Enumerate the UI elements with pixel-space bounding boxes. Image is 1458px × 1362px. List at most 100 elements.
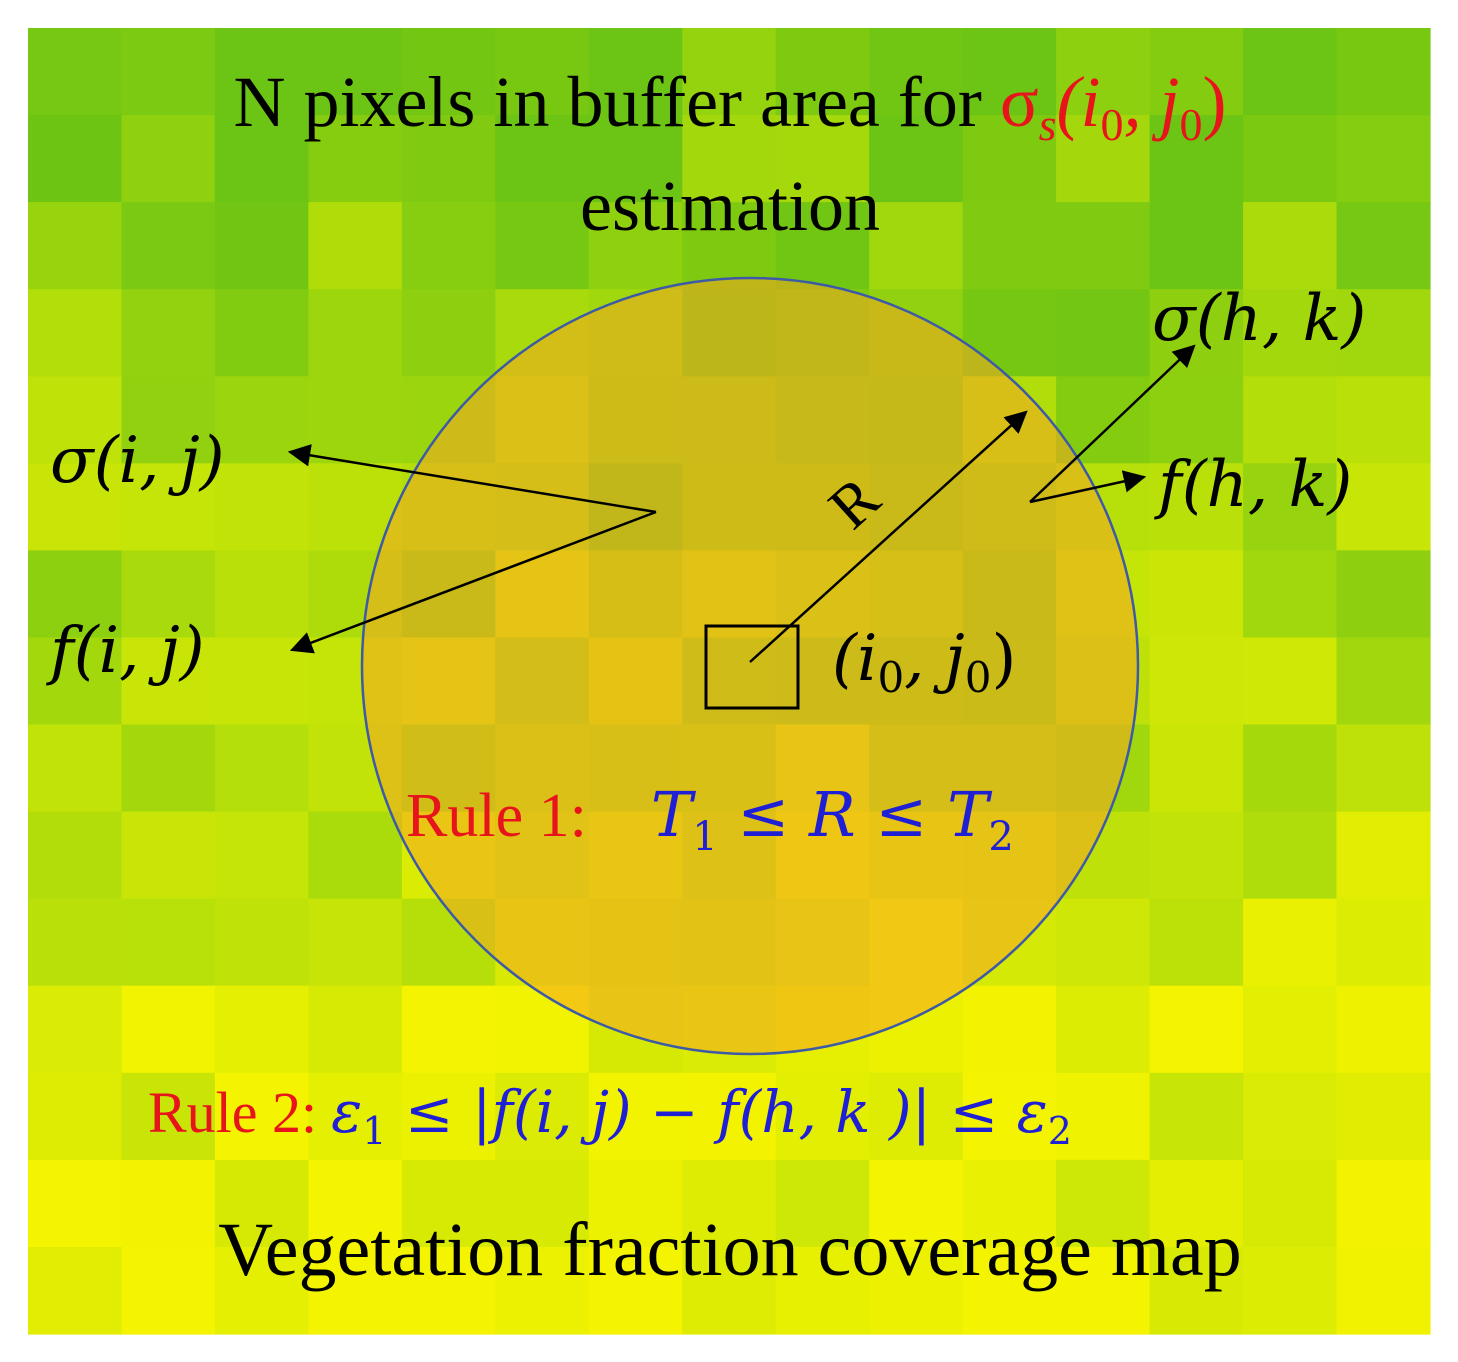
map-pixel <box>1336 463 1431 551</box>
map-pixel <box>214 724 309 813</box>
map-pixel <box>308 985 403 1074</box>
map-pixel <box>1149 1159 1244 1248</box>
map-pixel <box>775 28 870 116</box>
map-pixel <box>121 550 216 639</box>
rule-1-label: Rule 1: <box>406 782 587 850</box>
rule-2-label: Rule 2: <box>148 1080 317 1145</box>
map-pixel <box>214 811 309 900</box>
map-pixel <box>1149 1246 1244 1335</box>
title-sigma-sub: s <box>1039 99 1057 150</box>
map-pixel <box>121 898 216 987</box>
rule-2-expr: ≤ |f(i, j) − f(h, k )| ≤ <box>386 1078 1016 1146</box>
title-args-sub1: 0 <box>1101 99 1124 150</box>
map-pixel <box>495 1159 590 1248</box>
map-pixel <box>682 115 777 203</box>
map-pixel <box>1056 115 1151 203</box>
map-pixel <box>1243 202 1338 290</box>
map-pixel <box>869 1072 964 1161</box>
map-pixel <box>1336 1072 1431 1161</box>
map-pixel <box>775 1072 870 1161</box>
map-pixel <box>401 115 496 203</box>
map-pixel <box>1149 550 1244 639</box>
map-pixel <box>1243 1246 1338 1335</box>
map-pixel <box>1243 463 1338 551</box>
map-pixel <box>1056 202 1151 290</box>
rule-1-t1: T <box>651 778 697 851</box>
rule-1: Rule 1:T1 ≤ R ≤ T2 <box>406 778 1014 860</box>
map-pixel <box>775 1246 870 1335</box>
map-pixel <box>28 376 123 464</box>
map-caption: Vegetation fraction coverage map <box>218 1208 1241 1292</box>
map-pixel <box>28 985 123 1074</box>
map-pixel <box>962 115 1057 203</box>
map-pixel <box>682 28 777 116</box>
map-pixel <box>1336 550 1431 639</box>
map-pixel <box>775 115 870 203</box>
map-pixel <box>775 202 870 290</box>
map-pixel <box>962 1159 1057 1248</box>
map-pixel <box>121 637 216 726</box>
rule-2-eps2: ε <box>1017 1078 1048 1146</box>
map-pixel <box>121 1072 216 1161</box>
arrow-sigma-ij <box>287 444 657 514</box>
map-pixel <box>308 1072 403 1161</box>
title-args-open: (i <box>1057 62 1101 142</box>
map-pixel <box>28 463 123 551</box>
title-args-sub2: 0 <box>1180 99 1203 150</box>
map-pixel <box>495 115 590 203</box>
map-pixel <box>1149 376 1244 464</box>
label-sigma-ij: σ(i, j) <box>50 424 225 498</box>
map-pixel <box>682 1159 777 1248</box>
map-pixel <box>1243 28 1338 116</box>
map-pixel <box>1336 1246 1431 1335</box>
map-pixel <box>28 28 123 116</box>
map-pixel <box>1336 724 1431 813</box>
map-pixel <box>1056 1072 1151 1161</box>
map-pixel <box>121 811 216 900</box>
map-pixel <box>1149 1072 1244 1161</box>
map-pixel <box>869 1159 964 1248</box>
map-pixel <box>214 202 309 290</box>
map-pixel <box>1149 898 1244 987</box>
map-pixel <box>1336 637 1431 726</box>
map-pixel <box>28 1159 123 1248</box>
map-pixel <box>1243 985 1338 1074</box>
map-pixel <box>1056 985 1151 1074</box>
map-pixel <box>1243 115 1338 203</box>
map-pixel <box>121 202 216 290</box>
label-sigma-hk: σ(h, k) <box>1152 282 1366 356</box>
rule-1-t1-sub: 1 <box>692 814 717 860</box>
center-open: (i <box>832 622 877 696</box>
map-pixel <box>308 28 403 116</box>
map-pixel <box>1149 202 1244 290</box>
map-pixel <box>308 811 403 900</box>
arrow-f-ij <box>289 510 657 654</box>
arrow-f-hk <box>1029 470 1147 504</box>
map-pixel <box>1243 1159 1338 1248</box>
map-pixel <box>308 202 403 290</box>
map-pixel <box>588 1072 683 1161</box>
map-pixel <box>1336 202 1431 290</box>
center-close: ) <box>991 622 1016 696</box>
map-pixel <box>869 202 964 290</box>
map-pixel <box>1056 28 1151 116</box>
map-pixel <box>214 985 309 1074</box>
map-pixel <box>962 202 1057 290</box>
map-pixel <box>1336 115 1431 203</box>
map-pixel <box>28 724 123 813</box>
map-pixel <box>28 115 123 203</box>
map-pixel <box>214 637 309 726</box>
map-pixel <box>308 1159 403 1248</box>
map-pixel <box>1056 1246 1151 1335</box>
map-pixel <box>1149 289 1244 377</box>
map-pixel <box>1336 28 1431 116</box>
map-pixel <box>28 289 123 377</box>
title-line-1: N pixels in buffer area for σs(i0, j0) <box>233 62 1226 150</box>
label-center-pixel: (i0, j0) <box>832 622 1016 702</box>
rule-2: Rule 2:ε1 ≤ |f(i, j) − f(h, k )| ≤ ε2 <box>148 1078 1072 1153</box>
map-pixel <box>121 1159 216 1248</box>
radius-arrow <box>749 410 1028 663</box>
map-pixel <box>1056 289 1151 377</box>
map-pixel <box>401 1246 496 1335</box>
